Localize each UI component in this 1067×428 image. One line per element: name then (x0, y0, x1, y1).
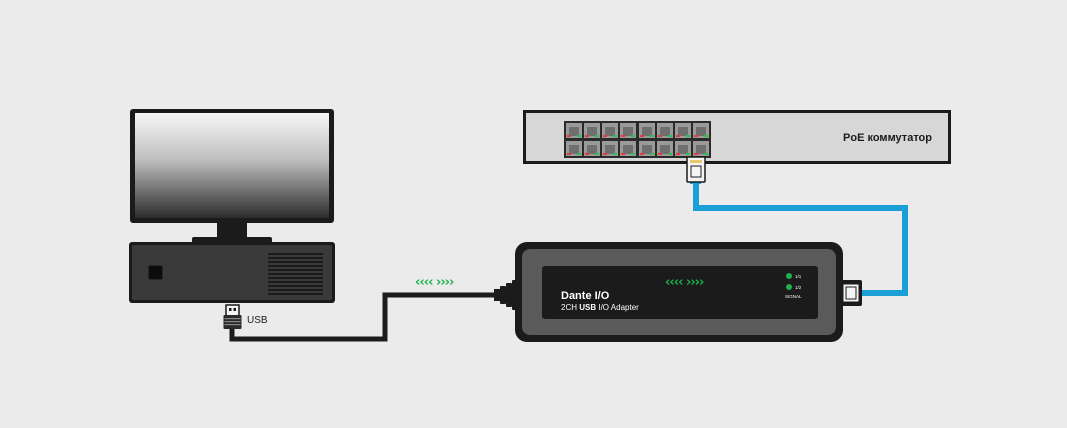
led-1-icon (786, 273, 792, 279)
port-bank (637, 121, 711, 140)
port-led-green-icon (704, 135, 708, 137)
monitor (130, 109, 334, 243)
port-led-red-icon (585, 153, 589, 155)
port-led-red-icon (676, 153, 680, 155)
port-led-green-icon (668, 153, 672, 155)
switch-port-socket (660, 145, 670, 154)
adapter-subtitle: 2CH USB I/O Adapter (561, 303, 639, 312)
pc-tower (129, 242, 335, 303)
switch-port-socket (605, 145, 615, 154)
switch-port-socket (623, 127, 633, 136)
led-2-icon (786, 284, 792, 290)
switch-port-socket (660, 127, 670, 136)
adapter-title: Dante I/O (561, 290, 610, 302)
port-led-green-icon (595, 135, 599, 137)
switch-port-socket (587, 127, 597, 136)
adapter-arrows: ‹‹‹‹ ›››› (665, 275, 704, 290)
usb-strain-relief (494, 280, 518, 310)
adapter-panel (542, 266, 818, 319)
computer (129, 109, 335, 303)
dante-adapter: Dante I/O 2CH USB I/O Adapter ‹‹‹‹ ›››› … (494, 242, 862, 342)
port-led-green-icon (577, 135, 581, 137)
switch-port-socket (642, 127, 652, 136)
led-1-label: 1/1 (795, 274, 802, 279)
signal-label: SIGNAL (785, 294, 802, 299)
switch-port-socket (696, 127, 706, 136)
port-led-red-icon (658, 153, 662, 155)
switch-port-socket (642, 145, 652, 154)
switch-port-socket (587, 145, 597, 154)
led-2-label: 1/2 (795, 285, 802, 290)
port-led-red-icon (567, 153, 571, 155)
vent-grille (268, 253, 323, 295)
switch-label: PoE коммутатор (843, 132, 932, 144)
switch-port-socket (569, 145, 579, 154)
power-button[interactable] (148, 265, 163, 280)
port-led-green-icon (577, 153, 581, 155)
switch-ports (564, 121, 711, 158)
port-led-green-icon (686, 153, 690, 155)
port-led-green-icon (650, 153, 654, 155)
port-led-green-icon (650, 135, 654, 137)
switch-port-socket (696, 145, 706, 154)
port-led-green-icon (704, 153, 708, 155)
port-led-green-icon (631, 153, 635, 155)
network-cable (693, 182, 908, 296)
poe-switch: PoE коммутатор (523, 110, 951, 164)
port-led-red-icon (621, 153, 625, 155)
port-led-red-icon (640, 153, 644, 155)
switch-port-socket (569, 127, 579, 136)
monitor-neck (217, 223, 247, 239)
port-led-red-icon (640, 135, 644, 137)
port-led-red-icon (694, 135, 698, 137)
port-led-red-icon (567, 135, 571, 137)
port-led-red-icon (694, 153, 698, 155)
usb-label: USB (247, 315, 268, 326)
monitor-stand (192, 237, 272, 243)
port-led-green-icon (668, 135, 672, 137)
port-led-green-icon (613, 153, 617, 155)
usb-cable-arrows: ‹‹‹‹ ›››› (415, 275, 454, 290)
port-led-red-icon (658, 135, 662, 137)
switch-port-socket (623, 145, 633, 154)
port-led-red-icon (585, 135, 589, 137)
switch-port-socket (605, 127, 615, 136)
port-bank (637, 139, 711, 158)
usb-plug-icon (223, 304, 242, 329)
usb-cable (229, 292, 500, 342)
switch-port-socket (678, 127, 688, 136)
rj45-plug-icon (686, 156, 706, 184)
monitor-screen (135, 113, 329, 218)
port-led-red-icon (603, 153, 607, 155)
port-bank (564, 121, 638, 140)
switch-port-socket (678, 145, 688, 154)
port-led-green-icon (686, 135, 690, 137)
port-led-green-icon (595, 153, 599, 155)
ethernet-port (840, 280, 862, 306)
port-led-red-icon (603, 135, 607, 137)
port-led-red-icon (676, 135, 680, 137)
port-led-green-icon (631, 135, 635, 137)
port-led-red-icon (621, 135, 625, 137)
port-bank (564, 139, 638, 158)
port-led-green-icon (613, 135, 617, 137)
